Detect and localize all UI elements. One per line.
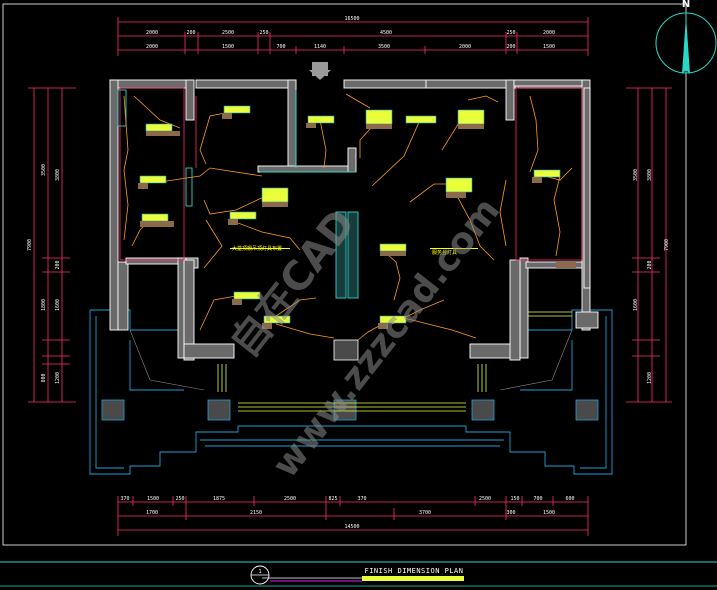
dim-top2-4: 1140 bbox=[314, 44, 326, 50]
red-room-outlines bbox=[119, 87, 583, 261]
dim-bottom-4: 1875 bbox=[213, 496, 225, 502]
dim-left-rows: 3500 1800 800 3800 200 1600 1200 bbox=[41, 164, 61, 384]
dim-right-5: 1200 bbox=[647, 372, 653, 384]
note-right: 服务台灯具 bbox=[432, 249, 457, 256]
electrical-wiring bbox=[123, 93, 573, 341]
dim-right-4: 1600 bbox=[633, 299, 639, 311]
dim-left-6: 1600 bbox=[55, 299, 61, 311]
dim-bottom-7: 370 bbox=[357, 496, 366, 502]
dim-top-7: 2000 bbox=[543, 30, 555, 36]
fixture bbox=[457, 109, 485, 129]
building-walls bbox=[109, 79, 599, 361]
fixture bbox=[445, 177, 473, 198]
dim-bottom-9: 150 bbox=[510, 496, 519, 502]
dim-bottom2-3: 3700 bbox=[419, 510, 431, 516]
dim-bottom-8: 2500 bbox=[479, 496, 491, 502]
fixture bbox=[306, 115, 335, 128]
dim-top2-1: 2000 bbox=[146, 44, 158, 50]
dim-right-rows: 3500 3800 200 1600 1200 bbox=[633, 169, 653, 384]
exterior-outline bbox=[89, 309, 613, 475]
dim-left-2: 1800 bbox=[41, 299, 47, 311]
top-dimensions bbox=[117, 17, 589, 56]
dim-top-total: 16500 bbox=[344, 16, 359, 22]
fixture bbox=[222, 105, 251, 119]
dim-bottom-11: 600 bbox=[565, 496, 574, 502]
drawing-frame bbox=[2, 3, 687, 546]
fixture bbox=[228, 211, 257, 225]
section-marker bbox=[250, 565, 270, 585]
dim-bottom-2: 1500 bbox=[147, 496, 159, 502]
central-desk bbox=[335, 211, 359, 299]
light-fixtures bbox=[138, 105, 576, 329]
note-left: 大堂顶棚吊顶灯具布置 bbox=[232, 245, 282, 252]
cyan-partitions bbox=[117, 89, 356, 207]
dim-top-4: 250 bbox=[259, 30, 268, 36]
dim-top2-8: 1500 bbox=[543, 44, 555, 50]
section-mark-number: 1 bbox=[258, 569, 261, 575]
dim-bottom-6: 825 bbox=[328, 496, 337, 502]
dim-left-1: 3500 bbox=[41, 164, 47, 176]
dim-top-5: 4500 bbox=[380, 30, 392, 36]
dim-left-7: 1200 bbox=[55, 372, 61, 384]
fixture bbox=[140, 213, 174, 227]
dim-bottom-1: 370 bbox=[120, 496, 129, 502]
entrance-steps bbox=[217, 311, 572, 412]
dim-left-3: 800 bbox=[41, 373, 47, 382]
fixture bbox=[378, 315, 407, 329]
dim-bottom2-4: 300 bbox=[506, 510, 515, 516]
dim-top2-6: 2000 bbox=[459, 44, 471, 50]
dim-bottom2-1: 1700 bbox=[146, 510, 158, 516]
fixture bbox=[405, 115, 437, 124]
entrance-mat bbox=[333, 339, 359, 361]
dim-bottom-row2: 1700 2150 3700 300 1500 bbox=[146, 510, 555, 516]
dim-top-row: 2000 200 2500 250 4500 250 2000 bbox=[146, 30, 555, 36]
dim-top2-5: 3500 bbox=[378, 44, 390, 50]
fixture bbox=[532, 169, 561, 183]
dim-right-1: 3500 bbox=[633, 169, 639, 181]
bottom-dimensions bbox=[117, 496, 589, 536]
dim-bottom2-2: 2150 bbox=[250, 510, 262, 516]
fixture bbox=[232, 291, 261, 305]
fixture bbox=[365, 109, 393, 129]
north-label: N bbox=[682, 0, 690, 10]
dim-top-1: 2000 bbox=[146, 30, 158, 36]
dim-right-2: 3800 bbox=[647, 169, 653, 181]
fixture bbox=[138, 175, 167, 189]
fixture bbox=[379, 243, 407, 256]
dim-top-6: 250 bbox=[506, 30, 515, 36]
dim-left-5: 200 bbox=[55, 260, 61, 269]
dim-bottom2-5: 1500 bbox=[543, 510, 555, 516]
note-left-underline bbox=[230, 248, 290, 249]
fixture bbox=[556, 262, 576, 268]
dim-top2-3: 700 bbox=[276, 44, 285, 50]
exterior-pillars bbox=[101, 399, 599, 421]
dim-bottom-10: 700 bbox=[533, 496, 542, 502]
dim-left-total: 7900 bbox=[27, 239, 33, 251]
fixture bbox=[261, 187, 289, 207]
dim-top-3: 2500 bbox=[222, 30, 234, 36]
dim-right-3: 200 bbox=[647, 260, 653, 269]
fixture bbox=[262, 315, 291, 329]
fixture bbox=[145, 123, 180, 136]
dim-right-total: 7900 bbox=[664, 239, 670, 251]
note-right-underline bbox=[430, 248, 478, 249]
title-bar bbox=[0, 561, 717, 587]
dim-left-4: 3800 bbox=[55, 169, 61, 181]
dim-bottom-5: 2500 bbox=[284, 496, 296, 502]
right-dimensions bbox=[626, 87, 672, 403]
dim-top-row2: 2000 1500 700 1140 3500 2000 200 1500 bbox=[146, 44, 555, 50]
entrance-arrow-icon bbox=[309, 62, 331, 80]
left-dimensions bbox=[28, 87, 76, 403]
diagonal-ramps bbox=[129, 329, 573, 391]
dim-bottom-total: 14500 bbox=[344, 524, 359, 530]
dim-bottom-3: 250 bbox=[175, 496, 184, 502]
north-arrow bbox=[655, 12, 717, 74]
dim-top-2: 200 bbox=[186, 30, 195, 36]
drawing-title: FINISH DIMENSION PLAN bbox=[364, 567, 463, 575]
dim-top2-7: 200 bbox=[506, 44, 515, 50]
dim-top2-2: 1500 bbox=[222, 44, 234, 50]
dim-bottom-row: 370 1500 250 1875 2500 825 370 2500 150 … bbox=[120, 496, 574, 502]
